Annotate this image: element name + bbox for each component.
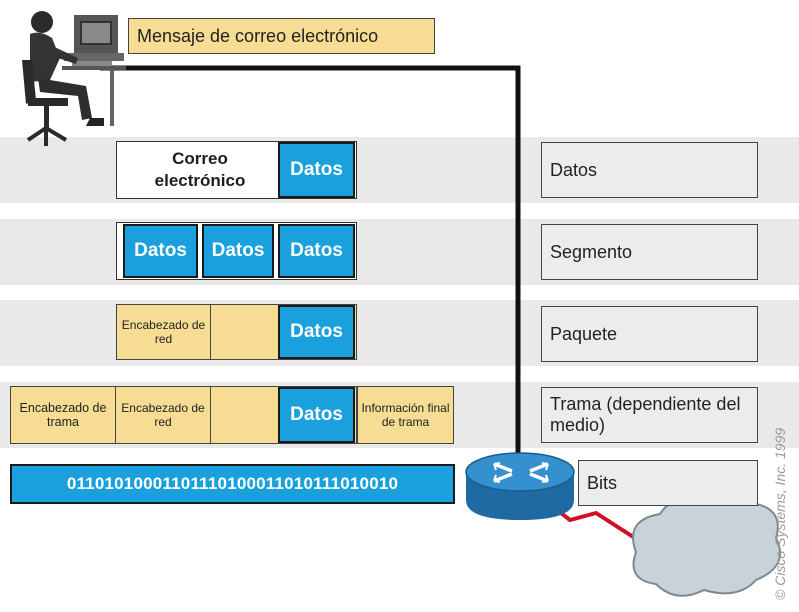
layer-label-bits: Bits <box>578 460 758 506</box>
segment-data-block-1: Datos <box>123 224 198 278</box>
cloud-icon <box>632 493 781 597</box>
segment-data-block-2: Datos <box>202 224 274 278</box>
packet-data-block: Datos <box>278 305 355 359</box>
packet-network-header: Encabezado de red <box>116 304 211 360</box>
router-icon <box>465 452 575 520</box>
layer-label-frame: Trama (dependiente del medio) <box>541 387 758 443</box>
bitstream-block: 0110101000110111010001101011101001­0 <box>10 464 455 504</box>
layer-label-data: Datos <box>541 142 758 198</box>
frame-trailer: Información final de trama <box>357 386 454 444</box>
email-message-label: Mensaje de correo electrónico <box>128 18 435 54</box>
layer-label-segment: Segmento <box>541 224 758 280</box>
data-block: Datos <box>278 142 355 198</box>
layer-label-packet: Paquete <box>541 306 758 362</box>
copyright-notice: © Cisco Systems, Inc. 1999 <box>772 427 788 600</box>
person-at-computer-icon <box>22 11 126 146</box>
frame-data-block: Datos <box>278 387 355 443</box>
frame-network-header: Encabezado de red <box>115 386 211 444</box>
frame-header: Encabezado de trama <box>10 386 116 444</box>
segment-data-block-3: Datos <box>278 224 355 278</box>
ethernet-cable <box>100 65 521 455</box>
email-content-label: Correo electrónico <box>154 149 246 190</box>
